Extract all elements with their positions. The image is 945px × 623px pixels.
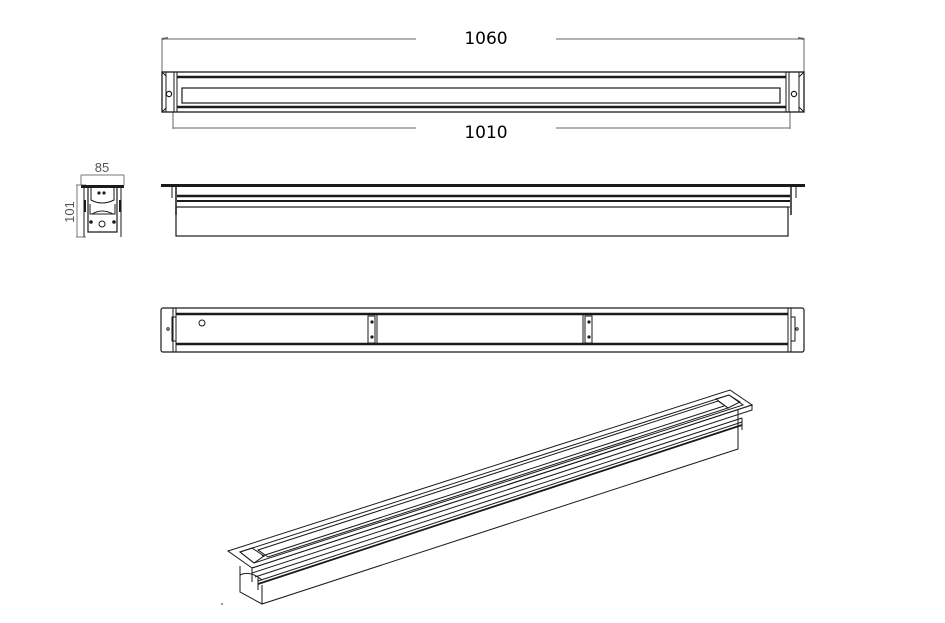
- top-view: 1060 1010: [161, 29, 805, 143]
- bottom-view: [160, 307, 805, 353]
- screw-icon: [790, 90, 798, 98]
- dimension-label-overall-length: 1060: [464, 29, 507, 49]
- dimension-label-end-width: 85: [95, 160, 109, 175]
- side-view: [161, 184, 805, 237]
- dimension-1010: [172, 112, 791, 129]
- dimension-1060: [161, 37, 805, 72]
- dimension-label-inner-length: 1010: [464, 123, 507, 143]
- dimension-label-end-height: 101: [62, 201, 77, 223]
- end-view: 85 101: [62, 160, 125, 238]
- screw-icon: [165, 90, 173, 98]
- isometric-view: [221, 389, 754, 605]
